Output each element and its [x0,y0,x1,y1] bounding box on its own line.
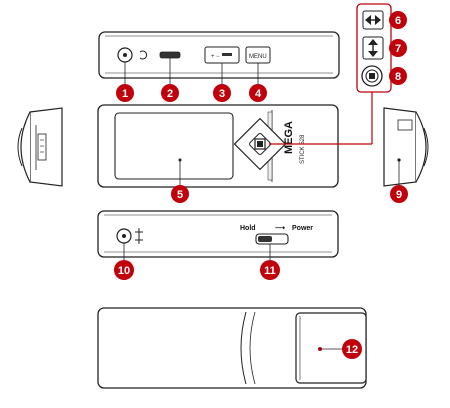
callout-11: 11 [260,260,280,280]
top-view: + − MENU [98,31,340,86]
left-right-arrows-icon [365,15,381,25]
up-down-arrows-icon [368,39,378,57]
callout-9: 9 [390,185,408,203]
svg-text:11: 11 [264,265,276,277]
callout-12: 12 [342,339,362,359]
display-screen [114,112,234,180]
back-view [97,307,367,389]
svg-text:4: 4 [255,88,262,100]
callout-8: 8 [389,67,407,85]
callout-2: 2 [161,84,179,102]
power-label: Power [292,225,313,232]
svg-text:6: 6 [395,15,401,27]
left-side-view [17,107,63,187]
callout-5: 5 [171,185,189,203]
svg-text:12: 12 [346,344,358,356]
usb-port [159,51,181,59]
svg-text:5: 5 [177,189,183,201]
callout-10: 10 [114,260,134,280]
bottom-view: Hold ⟶ Power [97,210,339,262]
svg-text:9: 9 [396,189,402,201]
volume-label: + − [211,54,220,60]
right-side-view [383,107,429,187]
svg-text:8: 8 [395,71,401,83]
svg-text:2: 2 [167,88,173,100]
svg-text:7: 7 [395,43,401,55]
svg-text:1: 1 [122,88,128,100]
menu-label: MENU [249,54,267,60]
line-in-icon [135,228,143,244]
callout-1: 1 [116,84,134,102]
battery-cover[interactable] [295,312,367,384]
callout-6: 6 [389,11,407,29]
brand-model: STICK 528 [300,134,306,164]
svg-text:3: 3 [219,88,225,100]
power-arrow: ⟶ [275,225,285,232]
headphone-icon [139,50,148,60]
front-view: MEGA STICK 528 [97,92,373,188]
joystick-inset [356,3,392,93]
callout-4: 4 [249,84,267,102]
brand-name: MEGA [283,121,295,154]
svg-text:10: 10 [118,265,130,277]
callout-7: 7 [389,39,407,57]
callout-3: 3 [213,84,231,102]
hold-label: Hold [240,225,256,232]
